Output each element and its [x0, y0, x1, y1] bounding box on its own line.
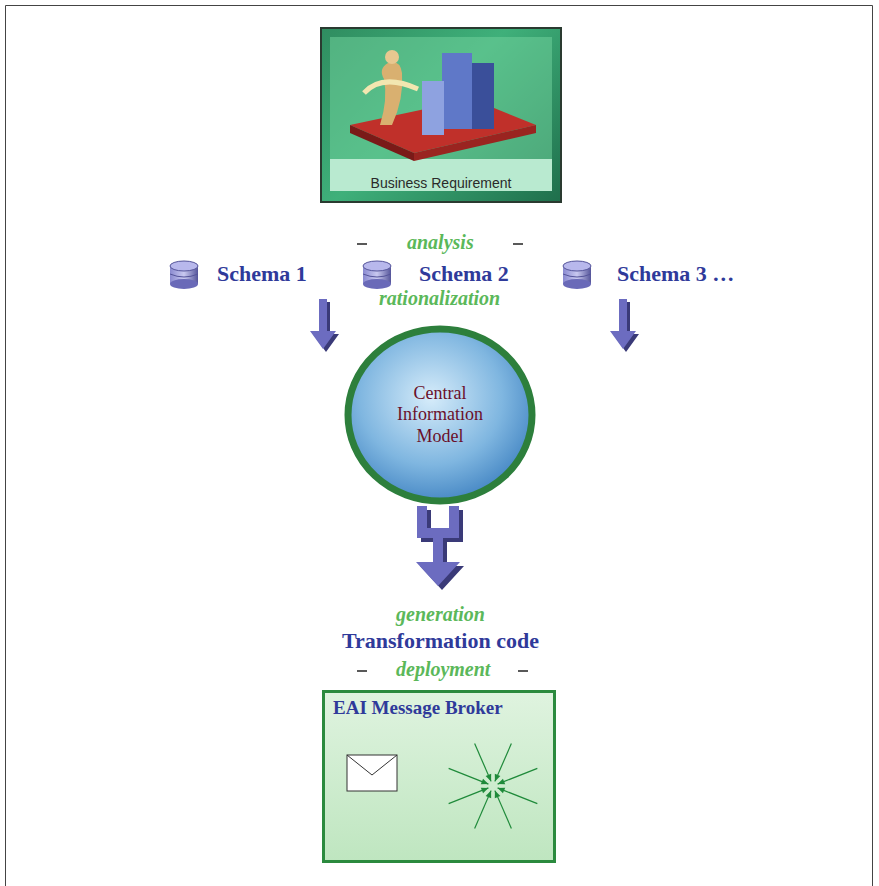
model-title: Central Information Model	[385, 383, 495, 448]
model-ellipse-node: Central Information Model	[348, 329, 532, 501]
schema-label: Schema 2	[419, 261, 509, 287]
schema-label: Schema 3 …	[617, 261, 734, 287]
step-label: analysis	[407, 231, 474, 254]
artifact-label: Transformation code	[342, 628, 539, 654]
merge-arrow	[416, 506, 464, 590]
frame	[6, 6, 873, 886]
model-ellipse	[348, 329, 532, 501]
database-icon	[170, 261, 591, 289]
broker-title: EAI Message Broker	[333, 697, 545, 719]
broker-illustration	[325, 693, 553, 860]
step-label: deployment	[396, 658, 490, 681]
schema-label: Schema 1	[217, 261, 307, 287]
image-box: Business Requirement	[320, 27, 562, 203]
broker-box: EAI Message Broker	[322, 690, 556, 863]
step-label: rationalization	[379, 287, 500, 310]
step-label: generation	[396, 603, 485, 626]
image-caption: Business Requirement	[371, 175, 512, 191]
